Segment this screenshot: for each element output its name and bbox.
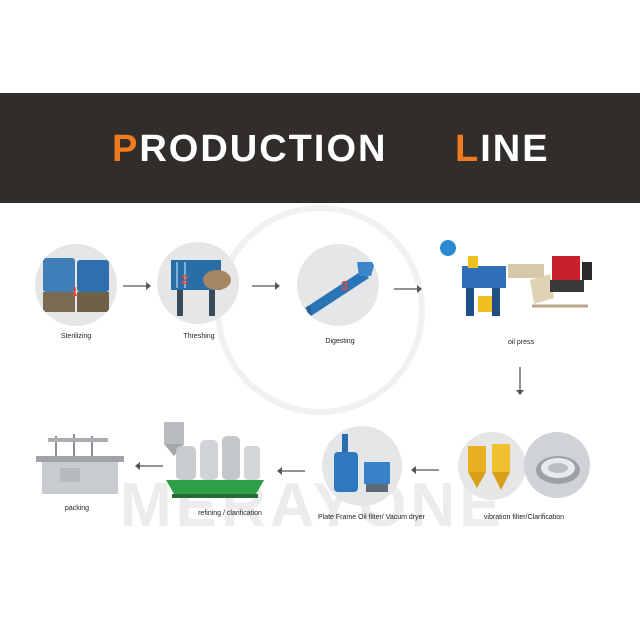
step-plate-frame-filter-image xyxy=(322,426,402,506)
logo-icon xyxy=(440,240,456,256)
step-sterilizing-label: Sterilizing xyxy=(60,333,92,340)
step-plate-frame-filter-label: Plate Frame Oil filter/ Vacum dryer xyxy=(318,514,425,521)
step-number-1: 1 xyxy=(71,284,78,299)
title-initial-l: L xyxy=(455,128,481,170)
screw-digester-icon: 3 xyxy=(305,262,375,320)
step-threshing-image: 2 xyxy=(157,242,239,324)
step-vibration-filter-label: vibration filter/Clarification xyxy=(483,514,565,521)
step-threshing-label: Threshing xyxy=(183,333,215,340)
arrow-left-icon xyxy=(135,462,163,470)
vibration-screen-icon xyxy=(536,456,580,484)
step-digesting-image: 3 xyxy=(297,244,379,326)
step-refining-image xyxy=(164,422,264,498)
arrow-right-icon xyxy=(394,285,422,293)
arrow-right-icon xyxy=(252,282,280,290)
arrow-down-icon xyxy=(516,367,524,395)
title-rest-line: INE xyxy=(480,128,550,170)
step-packing-image xyxy=(36,434,124,494)
step-number-2: 2 xyxy=(181,272,188,287)
title-rest-production: RODUCTION xyxy=(139,128,388,170)
step-sterilizing-image: 1 xyxy=(35,244,117,326)
arrow-right-icon xyxy=(123,282,151,290)
filter-dryer-icon xyxy=(334,434,390,492)
sterilizer-tanks-icon: 1 xyxy=(43,258,109,312)
step-oil-press-image xyxy=(440,240,592,316)
title-initial-p: P xyxy=(112,128,140,170)
step-packing-label: packing xyxy=(64,505,90,512)
step-refining-label: refining / clarification xyxy=(198,510,262,517)
title-word-production: PRODUCTION xyxy=(112,127,387,171)
arrow-left-icon xyxy=(411,466,439,474)
title-word-line: LINE xyxy=(455,127,550,171)
arrow-left-icon xyxy=(277,467,305,475)
step-vibration-screen-image xyxy=(524,432,590,498)
step-number-3: 3 xyxy=(341,278,348,293)
threshing-machine-icon: 2 xyxy=(171,260,231,316)
step-digesting-label: Digesting xyxy=(325,338,355,345)
header-banner xyxy=(0,93,640,203)
step-oil-press-label: oil press xyxy=(507,339,535,346)
yellow-tanks-icon xyxy=(468,444,510,490)
step-vibration-filter-image xyxy=(458,432,526,500)
